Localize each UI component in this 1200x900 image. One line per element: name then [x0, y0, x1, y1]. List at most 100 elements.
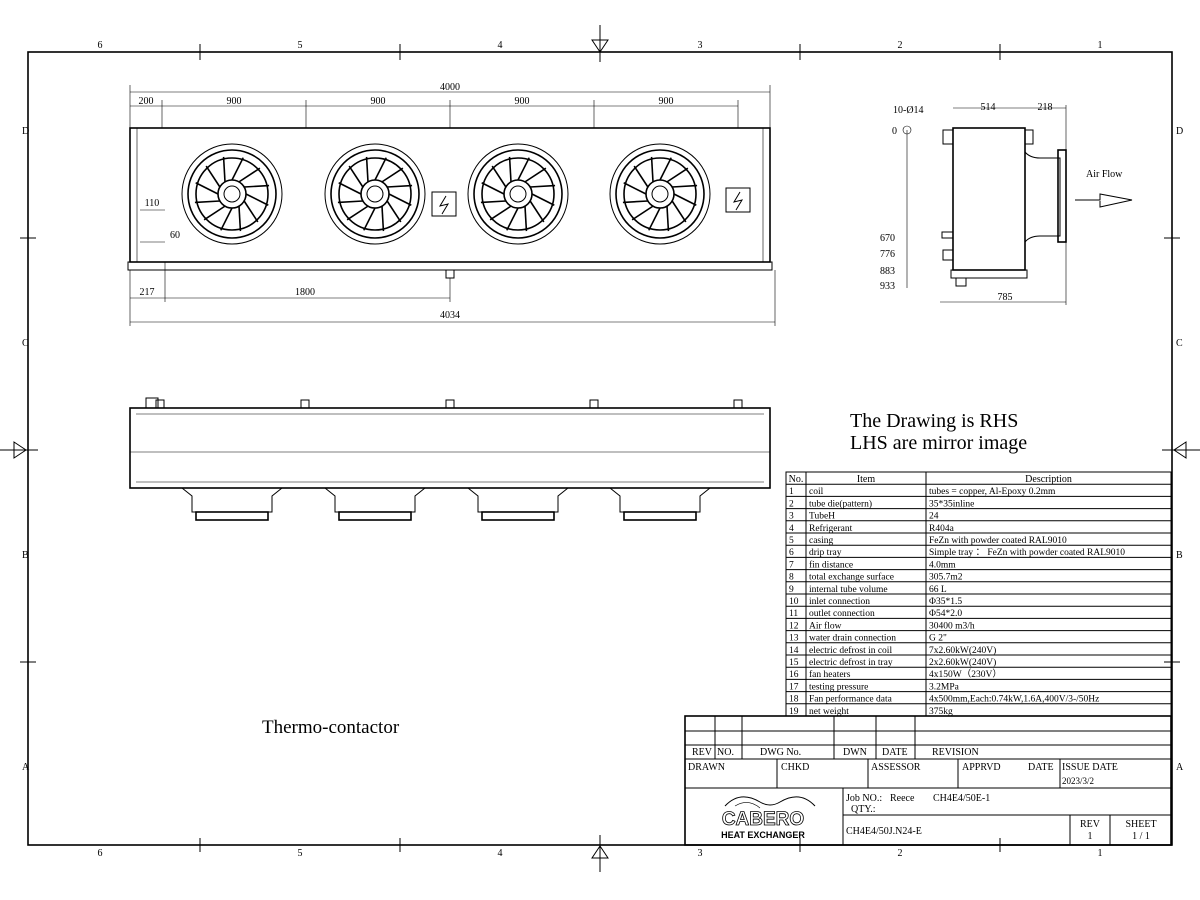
spec-description: 66 L	[929, 585, 947, 595]
spec-description: 4.0mm	[929, 560, 956, 570]
sheet-value: 1 / 1	[1132, 831, 1150, 842]
spec-table-header: Item	[857, 474, 876, 485]
fan-front	[181, 143, 283, 245]
job-customer: Reece	[890, 793, 915, 804]
fan-housing-top	[467, 487, 569, 521]
spec-item: electric defrost in tray	[809, 657, 893, 668]
junction-box	[725, 187, 751, 213]
spec-item: coil	[809, 487, 824, 497]
dim-785: 785	[998, 292, 1013, 303]
job-model: CH4E4/50E-1	[933, 793, 990, 804]
rev-value: 1	[1088, 831, 1093, 842]
rev-label: REV	[1080, 819, 1101, 830]
spec-description: 24	[929, 512, 939, 522]
spec-no: 8	[789, 573, 794, 583]
air-flow-arrow-icon	[1075, 193, 1133, 208]
zone-column-label: 3	[698, 848, 703, 859]
spec-table-header: No.	[789, 474, 804, 485]
dim-segment: 900	[371, 96, 386, 107]
qty-label: QTY.:	[851, 804, 876, 815]
drawing-number: CH4E4/50J.N24-E	[846, 826, 922, 837]
zone-column-label: 3	[698, 40, 703, 51]
spec-description: FeZn with powder coated RAL9010	[929, 536, 1067, 546]
fan-front	[467, 143, 569, 245]
logo-subtitle: HEAT EXCHANGER	[721, 830, 805, 840]
dim-segment: 900	[515, 96, 530, 107]
zone-row-label: C	[22, 338, 29, 349]
logo-name: CABERO	[722, 809, 804, 830]
spec-item: inlet connection	[809, 597, 870, 607]
spec-no: 10	[789, 597, 799, 607]
date-header: DATE	[882, 747, 908, 758]
spec-item: net weight	[809, 707, 849, 717]
spec-no: 13	[789, 634, 799, 644]
spec-item: fan heaters	[809, 669, 851, 680]
zone-column-label: 2	[898, 40, 903, 51]
spec-table-row: 8 total exchange surface 305.7m2	[789, 572, 963, 583]
spec-item: total exchange surface	[809, 572, 894, 583]
note-lhs: LHS are mirror image	[850, 432, 1027, 454]
spec-description: G 2"	[929, 634, 947, 644]
spec-description: 4x150W（230V）	[929, 668, 1002, 680]
spec-item: casing	[809, 536, 834, 546]
spec-description: 305.7m2	[929, 573, 963, 583]
spec-description: Simple tray ： FeZn with powder coated RA…	[929, 548, 1125, 558]
spec-item: TubeH	[809, 512, 835, 522]
fan-front	[609, 143, 711, 245]
dim-zero: 0	[892, 126, 897, 137]
assessor-label: ASSESSOR	[871, 762, 921, 773]
spec-no: 6	[789, 548, 794, 558]
dim-overall-length: 4000	[440, 82, 460, 93]
no-header: NO.	[717, 747, 734, 758]
centering-arrow-left	[0, 441, 38, 459]
spec-description: 2x2.60kW(240V)	[929, 657, 996, 668]
zone-row-label: D	[22, 126, 29, 137]
dim-segment: 900	[659, 96, 674, 107]
side-view: 10-Ø14 0 514 218 670 776 883 933 785 Air…	[880, 102, 1133, 305]
spec-no: 16	[789, 670, 799, 680]
spec-description: 35*35inline	[929, 499, 974, 509]
date-label: DATE	[1028, 762, 1054, 773]
spec-item: water drain connection	[809, 634, 896, 644]
air-flow-label: Air Flow	[1086, 169, 1123, 180]
spec-item: internal tube volume	[809, 585, 888, 595]
spec-table-header: Description	[1025, 474, 1072, 485]
dim-total-length: 4034	[440, 310, 460, 321]
spec-item: Air flow	[809, 620, 842, 631]
junction-box	[431, 191, 457, 217]
dim-776: 776	[880, 249, 895, 260]
fan-housing-top	[609, 487, 711, 521]
spec-no: 18	[789, 695, 799, 705]
drawn-label: DRAWN	[688, 762, 725, 773]
dim-side-110: 110	[145, 198, 160, 209]
job-no-label: Job NO.:	[846, 793, 882, 804]
spec-description: tubes = copper, Al-Epoxy 0.2mm	[929, 487, 1056, 497]
spec-description: 30400 m3/h	[929, 621, 975, 631]
apprvd-label: APPRVD	[962, 762, 1001, 773]
zone-row-label: D	[1176, 126, 1183, 137]
spec-item: tube die(pattern)	[809, 498, 872, 509]
zone-row-label: B	[1176, 550, 1183, 561]
title-block: REV NO. DWG No. DWN DATE REVISION DRAWN …	[684, 715, 1172, 846]
spec-item: electric defrost in coil	[809, 645, 892, 656]
dim-514: 514	[981, 102, 996, 113]
dim-segment: 200	[139, 96, 154, 107]
spec-description: 4x500mm,Each:0.74kW,1.6A,400V/3-/50Hz	[929, 695, 1099, 705]
dim-1800: 1800	[295, 287, 315, 298]
zone-column-label: 2	[898, 848, 903, 859]
zone-row-label: B	[22, 550, 29, 561]
spec-no: 17	[789, 682, 799, 692]
